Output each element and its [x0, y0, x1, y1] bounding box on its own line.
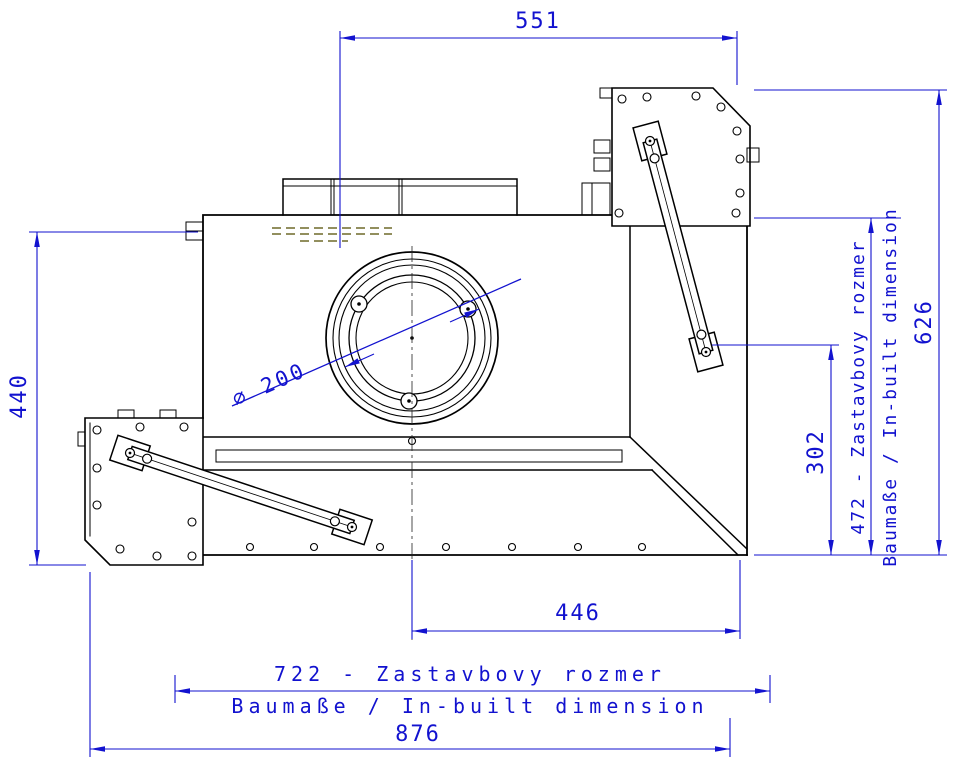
lower-left-bracket	[77, 409, 204, 566]
dim-302-text: 302	[804, 429, 829, 475]
dim-446	[411, 560, 741, 639]
dim-diameter-leader	[231, 278, 522, 407]
dim-876	[89, 572, 731, 757]
dimension-texts: 551 440 626 302 472 - Zastavbovy rozmer …	[7, 9, 937, 747]
main-body	[185, 214, 749, 557]
dim-472	[754, 217, 901, 555]
dim-440-text: 440	[7, 373, 32, 419]
dim-472-label-2: Baumaße / In-built dimension	[880, 207, 901, 566]
dim-551	[339, 31, 738, 248]
dim-302	[712, 344, 839, 555]
dim-626	[754, 89, 947, 556]
dim-551-text: 551	[515, 9, 561, 34]
bottom-bolt-row	[245, 436, 647, 552]
dim-626-text: 626	[912, 299, 937, 345]
part-linework	[77, 87, 760, 566]
flue-connector	[282, 178, 518, 216]
dim-876-text: 876	[395, 722, 441, 747]
dim-440	[29, 231, 198, 566]
dim-472-label-1: 472 - Zastavbovy rozmer	[848, 239, 869, 534]
upper-right-plate	[593, 87, 760, 227]
lower-strut-assembly	[108, 434, 374, 546]
dim-722-label-2: Baumaße / In-built dimension	[231, 694, 708, 718]
dim-722-label-1: 722 - Zastavbovy rozmer	[274, 662, 666, 686]
dim-722	[174, 675, 771, 703]
hidden-lines	[272, 227, 392, 242]
dimension-lines	[29, 31, 947, 757]
dim-446-text: 446	[555, 601, 601, 626]
upper-strut-assembly	[632, 120, 724, 373]
